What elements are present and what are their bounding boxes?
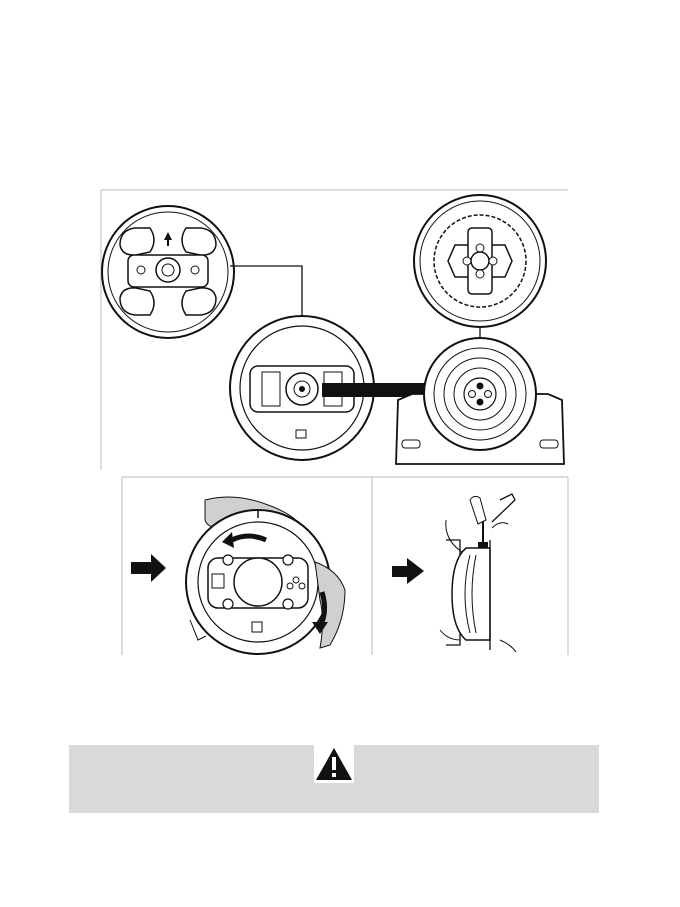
- base-shaft-zoom-circle: [414, 195, 546, 327]
- wheel-hub-zoom-circle: [102, 206, 234, 338]
- steering-wheel-front: [186, 510, 330, 654]
- wheel-base: [396, 338, 564, 464]
- warning-band: [69, 745, 599, 813]
- warning-triangle-icon: [314, 745, 354, 783]
- step-arrow-left: [131, 554, 166, 582]
- step-arrow-right: [392, 558, 424, 584]
- installation-illustration: [0, 0, 680, 700]
- base-side-view: [440, 494, 516, 652]
